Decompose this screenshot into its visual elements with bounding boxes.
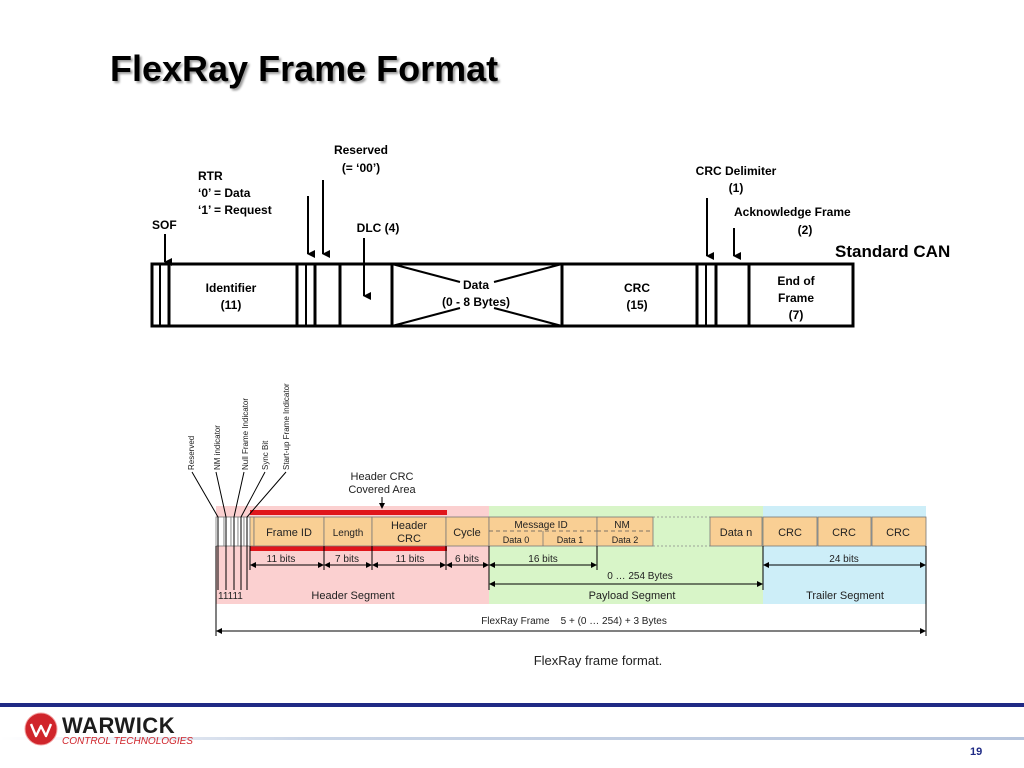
acknowledge-value: (2) [798,223,813,237]
reserved-label: Reserved [334,143,388,157]
logo-subtitle: CONTROL TECHNOLOGIES [62,736,193,747]
footer-bar [0,703,1024,707]
cycle-field [445,516,490,547]
logo-name: WARWICK [62,713,176,738]
frame-id-field [253,516,325,547]
rtr-data-label: ‘0’ = Data [198,186,251,200]
data2-label: Data 2 [612,535,639,545]
message-id-label: Message ID [514,520,567,531]
sync-bit-label: Sync Bit [261,440,270,470]
dlc-label: DLC (4) [357,221,400,235]
cycle-label: Cycle [453,527,481,539]
sof-label: SOF [152,218,177,232]
data-label: Data [463,278,489,292]
crc-field-1 [762,516,818,547]
covered-area-bottom-bar [250,546,447,551]
startup-frame-indicator-label: Start-up Frame Indicator [282,383,291,470]
message-id-bits: 16 bits [528,554,557,565]
crc2-label: CRC [832,527,856,539]
null-frame-indicator-label: Null Frame Indicator [241,398,250,470]
warwick-logo-icon [24,712,58,746]
rtr-label: RTR [198,169,223,183]
trailer-segment-label: Trailer Segment [806,590,884,602]
header-segment-label: Header Segment [311,590,394,602]
footer-line [0,737,1024,740]
covered-area-top-bar [250,510,447,515]
data0-label: Data 0 [503,535,530,545]
header-crc-bits: 11 bits [396,554,425,565]
identifier-label: Identifier [206,281,257,295]
reserved-indicator-label: Reserved [187,436,196,470]
eof-label-1: End of [777,274,815,288]
can-frame: Reserved (= ‘00’) RTR ‘0’ = Data ‘1’ = R… [150,143,950,328]
eof-bits: (7) [789,308,804,322]
length-bits: 7 bits [335,554,359,565]
flexray-frame-length-label: FlexRay Frame 5 + (0 … 254) + 3 Bytes [481,616,667,627]
crc3-label: CRC [886,527,910,539]
standard-can-label: Standard CAN [835,242,950,261]
flexray-frame: Frame ID Length Header CRC Cycle Message… [187,383,927,668]
trailer-bits: 24 bits [829,554,858,565]
data-n-label: Data n [720,527,752,539]
can-frame-box [150,262,855,328]
frame-format-diagram: Reserved (= ‘00’) RTR ‘0’ = Data ‘1’ = R… [150,143,950,668]
page-number: 19 [970,746,983,758]
crc-label: CRC [624,281,650,295]
crc-delimiter-value: (1) [729,181,744,195]
identifier-bits: (11) [221,298,242,312]
crc-field-3 [871,516,927,547]
payload-segment-label: Payload Segment [589,590,676,602]
header-crc-label-2: CRC [397,533,421,545]
length-field [323,516,373,547]
covered-area-label-2: Covered Area [348,484,416,496]
crc-bits: (15) [626,298,647,312]
data-bytes: (0 - 8 Bytes) [442,295,510,309]
nm-label: NM [614,520,630,531]
frame-id-label: Frame ID [266,527,312,539]
acknowledge-label: Acknowledge Frame [734,205,851,219]
reserved-value-label: (= ‘00’) [342,161,380,175]
payload-bytes: 0 … 254 Bytes [607,571,673,582]
crc-field-2 [817,516,872,547]
rtr-request-label: ‘1’ = Request [198,203,272,217]
covered-area-label-1: Header CRC [351,471,414,483]
header-crc-label-1: Header [391,520,427,532]
crc1-label: CRC [778,527,802,539]
length-label: Length [333,528,364,539]
cycle-bits: 6 bits [455,554,479,565]
header-crc-field [371,516,447,547]
data1-label: Data 1 [557,535,584,545]
crc-delimiter-label: CRC Delimiter [696,164,777,178]
nm-field [596,516,654,547]
data-n-field [709,516,763,547]
figure-caption: FlexRay frame format. [534,653,663,668]
frame-id-bits: 11 bits [267,554,296,565]
indicator-bits: 11111 [218,591,243,602]
page-title: FlexRay Frame Format [110,48,499,89]
eof-label-2: Frame [778,291,814,305]
nm-indicator-label: NM indicator [213,425,222,470]
